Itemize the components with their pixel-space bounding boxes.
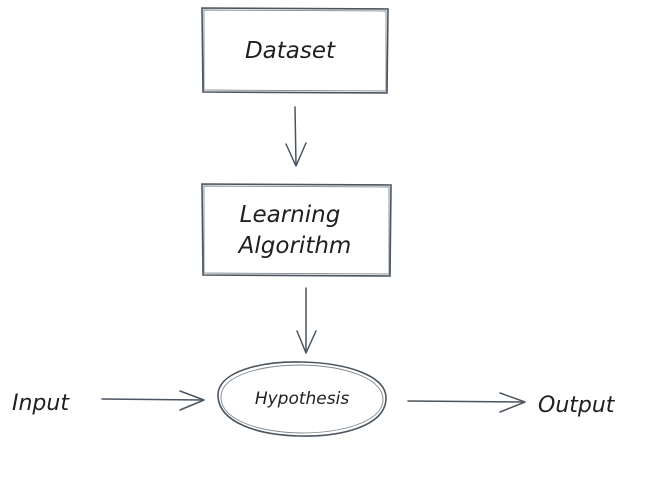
arrow-hypothesis-to-output — [407, 392, 526, 413]
dataset-label: Dataset — [245, 38, 336, 64]
learning-algorithm-node: Learning Algorithm — [201, 183, 392, 277]
hypothesis-node: Hypothesis — [217, 361, 387, 437]
dataset-node: Dataset — [201, 7, 389, 94]
arrow-dataset-to-algorithm — [285, 106, 307, 167]
arrow-algorithm-to-hypothesis — [296, 287, 317, 354]
learning-algorithm-label-line2: Algorithm — [237, 233, 352, 259]
hypothesis-label: Hypothesis — [255, 389, 350, 409]
output-label: Output — [538, 393, 616, 418]
input-label: Input — [12, 391, 70, 416]
arrow-input-to-hypothesis — [101, 390, 205, 411]
learning-algorithm-label-line1: Learning — [240, 202, 341, 228]
